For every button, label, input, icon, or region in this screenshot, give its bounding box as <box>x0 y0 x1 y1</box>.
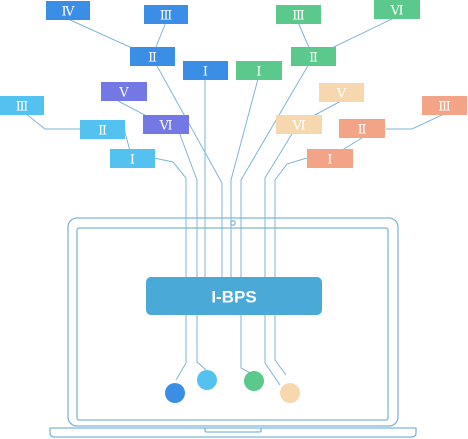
ibps-banner: I-BPS <box>146 277 322 315</box>
node-label-green-vi: Ⅵ <box>389 3 403 18</box>
node-label-green-iii: Ⅲ <box>292 8 305 23</box>
node-box-blue-ii <box>130 47 175 66</box>
node-label-salmon-i: Ⅰ <box>327 152 332 167</box>
node-label-green-ii: Ⅱ <box>309 50 318 65</box>
node-box-blue-iv <box>46 1 90 20</box>
node-box-blue-iii <box>144 5 188 24</box>
node-label-peach-v: Ⅴ <box>336 86 347 101</box>
dot-light-blue <box>197 370 217 390</box>
node-box-salmon-iii <box>422 96 467 115</box>
laptop-base <box>49 427 417 438</box>
laptop <box>49 217 417 438</box>
node-box-green-vi <box>374 0 420 19</box>
dot-peach <box>280 383 300 403</box>
node-box-light-i <box>110 149 155 168</box>
ibps-banner-label: I-BPS <box>211 288 256 307</box>
connector-line <box>264 123 299 386</box>
node-box-purple-vi <box>143 115 189 134</box>
connector-line <box>153 157 187 381</box>
node-label-blue-i: Ⅰ <box>203 64 208 79</box>
node-label-light-ii: Ⅱ <box>98 123 107 138</box>
connector-line <box>240 56 314 375</box>
node-box-peach-v <box>319 83 364 102</box>
node-label-blue-iii: Ⅲ <box>160 8 173 23</box>
dot-green <box>244 371 264 391</box>
connector-line <box>386 113 445 130</box>
node-box-blue-i <box>183 61 228 80</box>
node-label-peach-vi: Ⅵ <box>291 118 305 133</box>
connector-line <box>151 56 223 282</box>
connector-line <box>24 112 80 130</box>
node-label-salmon-iii: Ⅲ <box>438 99 451 114</box>
laptop-notch <box>204 428 262 433</box>
terminal-dots <box>165 370 300 403</box>
node-box-light-iii <box>0 96 44 115</box>
node-box-salmon-i <box>307 149 353 168</box>
node-label-purple-v: Ⅴ <box>118 85 129 100</box>
node-box-light-ii <box>80 120 125 139</box>
laptop-screen <box>76 227 389 421</box>
node-box-peach-vi <box>276 115 322 134</box>
connector-line <box>230 78 259 280</box>
node-label-light-iii: Ⅲ <box>16 99 29 114</box>
dot-blue <box>165 383 185 403</box>
node-box-purple-v <box>101 82 147 101</box>
connector-line <box>274 157 308 376</box>
node-label-purple-vi: Ⅵ <box>158 118 172 133</box>
connector-lines <box>24 16 445 386</box>
node-box-green-i <box>236 61 282 80</box>
node-label-salmon-ii: Ⅱ <box>358 122 367 137</box>
connector-line <box>175 123 207 371</box>
node-boxes: Ⅳ Ⅲ Ⅱ Ⅰ Ⅲ Ⅱ Ⅰ Ⅴ Ⅵ Ⅲ Ⅵ Ⅱ Ⅰ Ⅴ Ⅵ Ⅲ Ⅱ <box>0 0 467 168</box>
node-label-blue-ii: Ⅱ <box>148 50 157 65</box>
node-box-salmon-ii <box>339 119 385 138</box>
ibps-banner-box <box>146 277 322 315</box>
node-box-green-ii <box>291 47 336 66</box>
node-label-light-i: Ⅰ <box>130 152 135 167</box>
node-label-green-i: Ⅰ <box>256 64 261 79</box>
laptop-lid <box>67 217 399 427</box>
node-label-blue-iv: Ⅳ <box>62 4 76 19</box>
node-box-green-iii <box>276 5 321 24</box>
